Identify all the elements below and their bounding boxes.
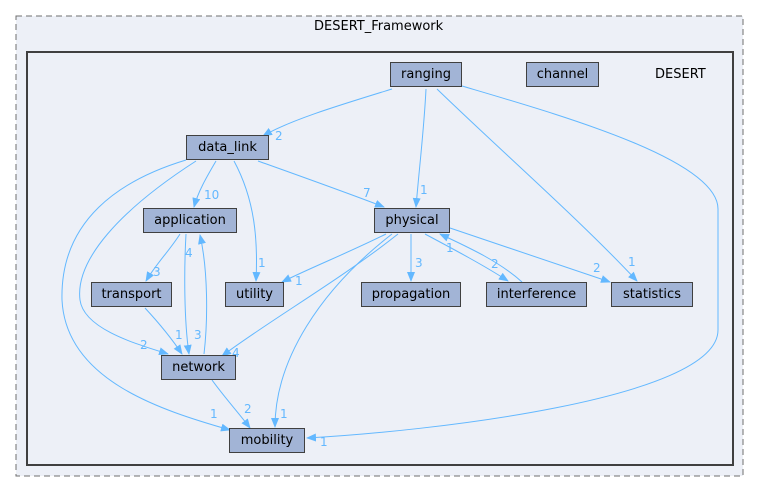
edge-physical-to-statistics: [449, 227, 611, 283]
edge-label-physical-to-utility: 1: [295, 274, 303, 288]
edge-physical-to-network: [221, 233, 399, 357]
node-ranging[interactable]: ranging: [390, 62, 462, 87]
node-interference[interactable]: interference: [486, 282, 587, 307]
edge-data_link-to-physical: [257, 160, 385, 208]
edge-label-ranging-to-statistics: 1: [628, 255, 636, 269]
edge-label-data_link-to-utility: 1: [258, 256, 266, 270]
edge-label-transport-to-network: 1: [175, 328, 183, 342]
edge-label-interference-to-physical: 1: [446, 241, 454, 255]
node-network[interactable]: network: [161, 355, 236, 380]
edge-physical-to-mobility: [271, 233, 393, 428]
edge-ranging-to-mobility: [306, 85, 719, 442]
node-mobility[interactable]: mobility: [229, 428, 305, 453]
edge-application-to-transport: [145, 233, 181, 282]
node-application[interactable]: application: [143, 208, 237, 233]
edge-label-application-to-network: 4: [185, 246, 193, 260]
edge-transport-to-network: [144, 307, 183, 355]
node-data-link[interactable]: data_link: [186, 135, 269, 160]
edge-label-ranging-to-data_link: 2: [275, 129, 283, 143]
edge-label-physical-to-network: 4: [232, 346, 240, 360]
edge-label-data_link-to-application: 10: [204, 188, 219, 202]
node-channel[interactable]: channel: [526, 62, 599, 87]
edge-label-network-to-mobility: 2: [244, 402, 252, 416]
node-physical[interactable]: physical: [374, 208, 450, 233]
edge-label-physical-to-interference: 2: [491, 257, 499, 271]
edge-label-data_link-to-network: 2: [140, 338, 148, 352]
edge-label-physical-to-propagation: 3: [415, 256, 423, 270]
edge-label-ranging-to-mobility: 1: [320, 435, 328, 449]
edge-label-physical-to-statistics: 2: [593, 261, 601, 275]
edge-label-ranging-to-physical: 1: [420, 183, 428, 197]
edge-physical-to-interference: [424, 233, 509, 282]
edge-data_link-to-mobility: [61, 159, 231, 432]
edge-network-to-application: [198, 234, 208, 355]
edge-data_link-to-application: [192, 160, 217, 208]
edge-ranging-to-statistics: [436, 88, 638, 282]
edge-ranging-to-data_link: [262, 88, 393, 137]
outer-cluster-title: DESERT_Framework: [314, 19, 444, 34]
edge-ranging-to-physical: [412, 88, 427, 208]
edge-interference-to-physical: [439, 233, 523, 283]
edge-label-data_link-to-mobility: 1: [210, 407, 218, 421]
edge-data_link-to-utility: [233, 160, 261, 282]
node-transport[interactable]: transport: [91, 282, 172, 307]
edge-application-to-network: [183, 233, 192, 355]
edges-layer: [61, 85, 719, 442]
node-utility[interactable]: utility: [225, 282, 284, 307]
node-statistics[interactable]: statistics: [611, 282, 693, 307]
node-propagation[interactable]: propagation: [361, 282, 461, 307]
edge-label-physical-to-mobility: 1: [280, 407, 288, 421]
edge-physical-to-utility: [281, 233, 387, 283]
edge-label-network-to-application: 3: [194, 328, 202, 342]
edge-data_link-to-network: [79, 160, 197, 356]
inner-cluster-title: DESERT: [655, 67, 706, 82]
edge-network-to-mobility: [211, 379, 251, 429]
edge-label-application-to-transport: 3: [153, 265, 161, 279]
edge-label-data_link-to-physical: 7: [363, 186, 371, 200]
